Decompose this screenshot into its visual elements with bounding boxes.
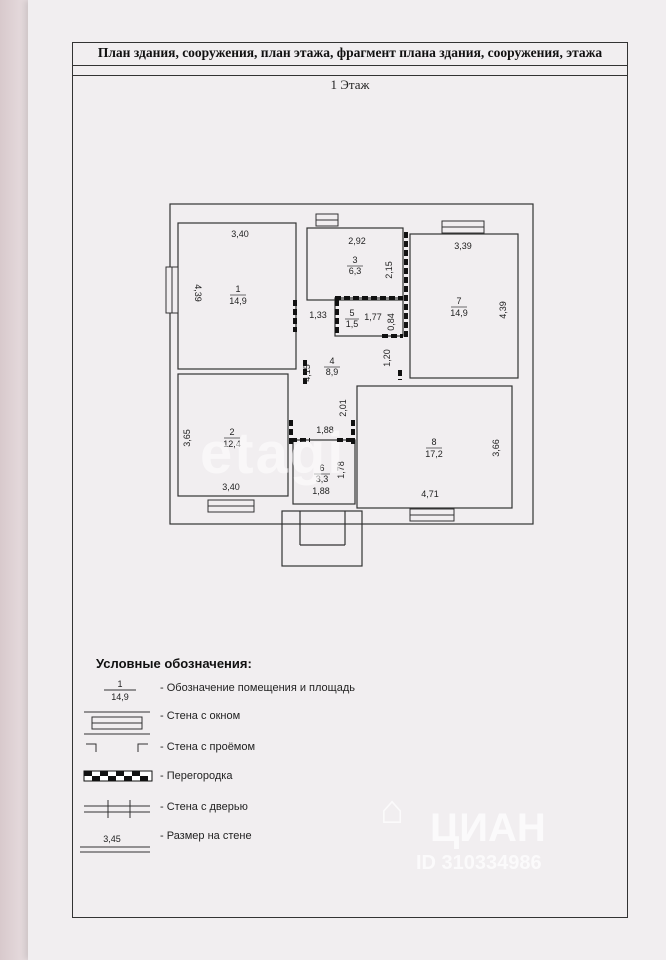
room-4-number: 4: [329, 356, 334, 366]
legend-item-room: - Обозначение помещения и площадь: [160, 682, 355, 694]
legend-opening-symbol-right: [137, 743, 148, 752]
plan-frame: План здания, сооружения, план этажа, фра…: [72, 42, 628, 918]
legend-item-opening: - Стена с проёмом: [160, 741, 256, 753]
legend-dim-sample: 3,45: [103, 834, 121, 844]
title-rule-1: [73, 65, 627, 66]
room-8-number: 8: [431, 437, 436, 447]
title-rule-2: [73, 75, 627, 76]
dim-r2-height: 3,65: [182, 429, 192, 447]
dim-r3-height: 2,15: [384, 261, 394, 279]
legend-opening-symbol-left: [86, 743, 97, 752]
room-7-area: 14,9: [450, 308, 468, 318]
dim-r7-width: 3,39: [454, 241, 472, 251]
legend-symbols: [80, 689, 150, 853]
room-2-area: 12,4: [223, 439, 241, 449]
legend-item-door: - Стена с дверью: [160, 801, 248, 813]
dim-r1-width: 3,40: [231, 229, 249, 239]
legend-sample-area: 14,9: [111, 692, 129, 702]
room-7-outline: [409, 233, 519, 379]
dim-r6-bottom: 1,88: [312, 486, 330, 496]
outer-wall-outline: [169, 203, 534, 525]
watermark-cian: ЦИАН: [430, 806, 546, 850]
room-5-area: 1,5: [346, 319, 359, 329]
watermark-id: ID 310334986: [416, 852, 542, 874]
room-8-area: 17,2: [425, 449, 443, 459]
porch: [281, 510, 363, 567]
legend-partition-symbol: [83, 770, 153, 782]
room-6-area: 3,3: [316, 474, 329, 484]
legend-sample-labels: 1 14,9 3,45: [103, 679, 129, 844]
room-6-outline: [292, 439, 356, 505]
room-7-number: 7: [456, 296, 461, 306]
room-2-number: 2: [229, 427, 234, 437]
partitions: [289, 232, 408, 444]
legend-sample-number: 1: [117, 679, 122, 689]
dim-r6-side: 1,78: [336, 461, 346, 479]
room-5-number: 5: [349, 308, 354, 318]
legend-item-partition: - Перегородка: [160, 770, 233, 782]
room-3-area: 6,3: [349, 266, 362, 276]
dim-1-33: 1,33: [309, 310, 327, 320]
dim-r1-height: 4,39: [193, 284, 203, 302]
watermark-cian-icon: ⌂: [380, 788, 405, 832]
dim-r7-height: 4,39: [498, 301, 508, 319]
windows: [165, 213, 485, 522]
room-labels: 1 14,9 2 12,4 3 6,3 4 8,9 5 1,5 6 3,3 7 …: [223, 255, 468, 484]
dim-1-20: 1,20: [382, 349, 392, 367]
watermark-etagi: etagi: [200, 421, 346, 486]
legend-item-window: - Стена с окном: [160, 710, 241, 722]
dim-2-01: 2,01: [338, 399, 348, 417]
room-3-number: 3: [352, 255, 357, 265]
dim-r2-width: 3,40: [222, 482, 240, 492]
room-6-number: 6: [319, 463, 324, 473]
floor-label: 1 Этаж: [330, 77, 370, 92]
dim-r8-width: 4,71: [421, 489, 439, 499]
legend-title: Условные обозначения:: [96, 656, 252, 671]
room-8-outline: [356, 385, 513, 509]
room-1-number: 1: [235, 284, 240, 294]
dim-r3-width: 2,92: [348, 236, 366, 246]
dim-4-15: 4,15: [302, 364, 312, 382]
room-5-outline: [334, 297, 404, 337]
legend-item-dimension: - Размер на стене: [160, 830, 252, 842]
document-title: План здания, сооружения, план этажа, фра…: [97, 45, 603, 60]
room-1-area: 14,9: [229, 296, 247, 306]
dim-r8-height: 3,66: [491, 439, 501, 457]
dim-r6-top: 1,88: [316, 425, 334, 435]
room-4-area: 8,9: [326, 367, 339, 377]
dimension-labels: 3,40 4,39 2,92 2,15 3,39 4,39 1,33 1,77 …: [182, 229, 508, 499]
dim-1-77: 1,77: [364, 312, 382, 322]
dim-0-84: 0,84: [386, 313, 396, 331]
document-sheet: [28, 0, 666, 960]
room-2-outline: [177, 373, 289, 497]
